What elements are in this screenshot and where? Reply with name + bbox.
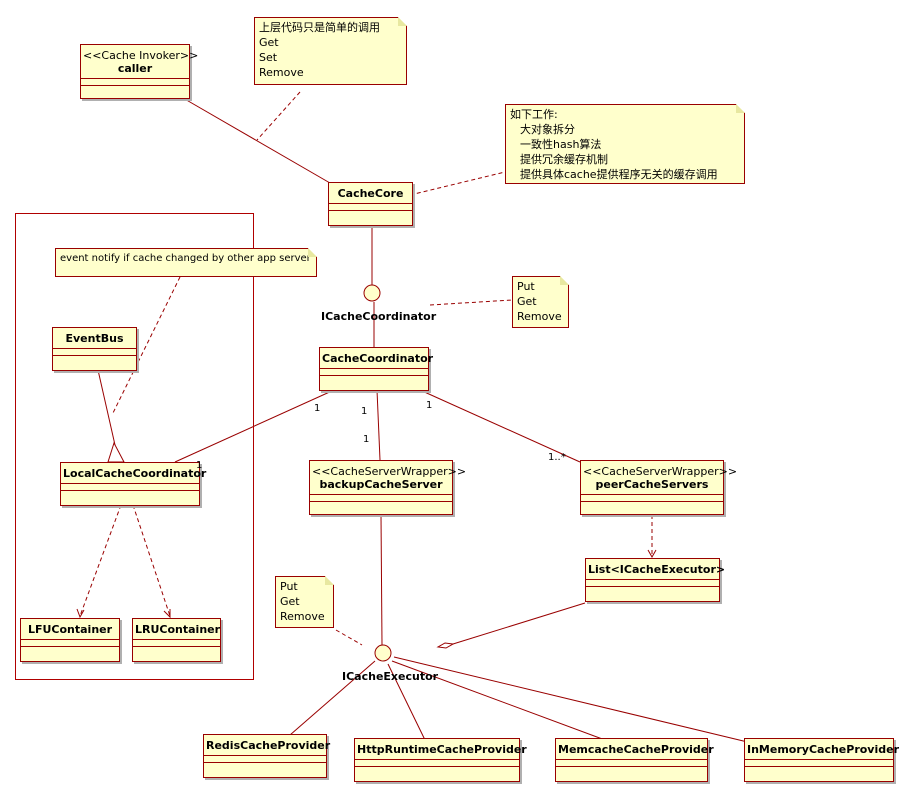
list-aggregation-line <box>452 602 586 645</box>
core-note-line: 大对象拆分 <box>520 123 575 136</box>
lfu-dependency-line <box>79 504 122 617</box>
coordinator-interface-icon <box>363 284 381 302</box>
backup-stereotype: <<CacheServerWrapper>> <box>312 465 467 478</box>
aggregation-diamond-icon <box>436 642 455 649</box>
caller-name: caller <box>117 62 153 75</box>
coordinator-interface-label: ICacheCoordinator <box>321 310 437 323</box>
caller-to-core-line <box>182 97 331 184</box>
lru-dependency-line <box>132 504 171 617</box>
peer-stereotype: <<CacheServerWrapper>> <box>583 465 738 478</box>
event-bus-name: EventBus <box>65 332 124 345</box>
cache-coordinator-name: CacheCoordinator <box>322 352 434 365</box>
note-fold-icon <box>308 248 317 257</box>
multiplicity-label: 1 <box>426 400 433 411</box>
inmemory-to-executor-line <box>393 656 761 746</box>
multiplicity-label: 1 <box>196 460 203 471</box>
eventbus-generalization-line <box>97 369 116 446</box>
cache-core-class[interactable]: CacheCore <box>328 182 413 226</box>
core-note-link <box>409 171 506 196</box>
http-to-executor-line <box>387 663 426 741</box>
multiplicity-label: 1 <box>363 434 370 445</box>
list-arrow-icon <box>647 549 657 559</box>
redis-to-executor-line <box>289 660 376 736</box>
core-note-line: 一致性hash算法 <box>520 138 602 151</box>
event-bus-class[interactable]: EventBus <box>52 327 137 371</box>
event-note-line: event notify if cache changed by other a… <box>60 253 311 264</box>
memcache-provider-name: MemcacheCacheProvider <box>558 743 714 756</box>
cache-executor-list-class[interactable]: List<ICacheExecutor> <box>585 558 726 602</box>
peer-cache-servers-class[interactable]: <<CacheServerWrapper>>peerCacheServers <box>580 460 738 515</box>
memcache-provider-class[interactable]: MemcacheCacheProvider <box>555 738 714 782</box>
local-cache-group-frame <box>15 213 254 680</box>
note-fold-icon <box>736 104 745 113</box>
core-note-line: 提供具体cache提供程序无关的缓存调用 <box>520 168 718 181</box>
executor-note: Put Get Remove <box>275 576 334 628</box>
cache-coordinator-class[interactable]: CacheCoordinator <box>319 347 434 391</box>
lfu-arrow-icon <box>76 608 85 619</box>
coordinator-note-line: Get <box>517 295 537 308</box>
backup-to-executor-line <box>380 514 383 646</box>
caller-note-line: Get <box>259 36 279 49</box>
peer-cache-servers-name: peerCacheServers <box>595 478 709 491</box>
lru-container-name: LRUContainer <box>135 623 221 636</box>
note-fold-icon <box>398 17 407 26</box>
http-runtime-provider-class[interactable]: HttpRuntimeCacheProvider <box>354 738 527 782</box>
core-note-line: 提供冗余缓存机制 <box>520 153 608 166</box>
lfu-container-name: LFUContainer <box>27 623 113 636</box>
memcache-to-executor-line <box>391 660 606 741</box>
caller-note: 上层代码只是简单的调用 Get Set Remove <box>254 17 407 85</box>
executor-note-line: Get <box>280 595 300 608</box>
backup-cache-server-class[interactable]: <<CacheServerWrapper>>backupCacheServer <box>309 460 467 515</box>
caller-note-link <box>256 91 301 141</box>
lfu-container-class[interactable]: LFUContainer <box>20 618 120 662</box>
redis-provider-class[interactable]: RedisCacheProvider <box>203 734 331 778</box>
coordinator-to-local-line <box>174 389 335 463</box>
multiplicity-label: 1 <box>361 406 368 417</box>
coordinator-to-backup-line <box>376 389 381 461</box>
cache-executor-list-name: List<ICacheExecutor> <box>588 563 726 576</box>
caller-class[interactable]: <<Cache Invoker>>caller <box>80 44 199 99</box>
coordinator-note: Put Get Remove <box>512 276 569 328</box>
local-cache-coordinator-class[interactable]: LocalCacheCoordinator <box>60 462 207 506</box>
caller-note-line: Remove <box>259 66 304 79</box>
core-note-line: 如下工作: <box>510 108 558 121</box>
http-runtime-provider-name: HttpRuntimeCacheProvider <box>357 743 527 756</box>
executor-note-line: Remove <box>280 610 325 623</box>
caller-note-line: 上层代码只是简单的调用 <box>259 21 380 34</box>
coordinator-to-peer-line <box>419 389 581 463</box>
executor-note-link <box>335 629 363 646</box>
multiplicity-label: 1 <box>314 403 321 414</box>
in-memory-provider-name: InMemoryCacheProvider <box>747 743 899 756</box>
caller-note-line: Set <box>259 51 278 64</box>
multiplicity-label: 1..* <box>548 452 566 463</box>
note-fold-icon <box>325 576 334 585</box>
note-fold-icon <box>560 276 569 285</box>
cache-core-name: CacheCore <box>337 187 404 200</box>
coordinator-note-line: Remove <box>517 310 562 323</box>
event-note: event notify if cache changed by other a… <box>55 248 317 277</box>
coordinator-note-link <box>429 299 513 306</box>
lru-container-class[interactable]: LRUContainer <box>132 618 221 662</box>
lru-arrow-icon <box>163 609 171 619</box>
event-note-link <box>111 276 181 416</box>
executor-interface-label: ICacheExecutor <box>342 670 439 683</box>
local-cache-coordinator-name: LocalCacheCoordinator <box>63 467 207 480</box>
in-memory-provider-class[interactable]: InMemoryCacheProvider <box>744 738 899 782</box>
executor-interface-icon <box>374 644 392 662</box>
core-note: 如下工作: 大对象拆分 一致性hash算法 提供冗余缓存机制 提供具体cache… <box>505 104 745 184</box>
caller-stereotype: <<Cache Invoker>> <box>83 49 199 62</box>
redis-provider-name: RedisCacheProvider <box>206 739 331 752</box>
executor-note-line: Put <box>280 580 298 593</box>
coordinator-note-line: Put <box>517 280 535 293</box>
backup-cache-server-name: backupCacheServer <box>319 478 443 491</box>
